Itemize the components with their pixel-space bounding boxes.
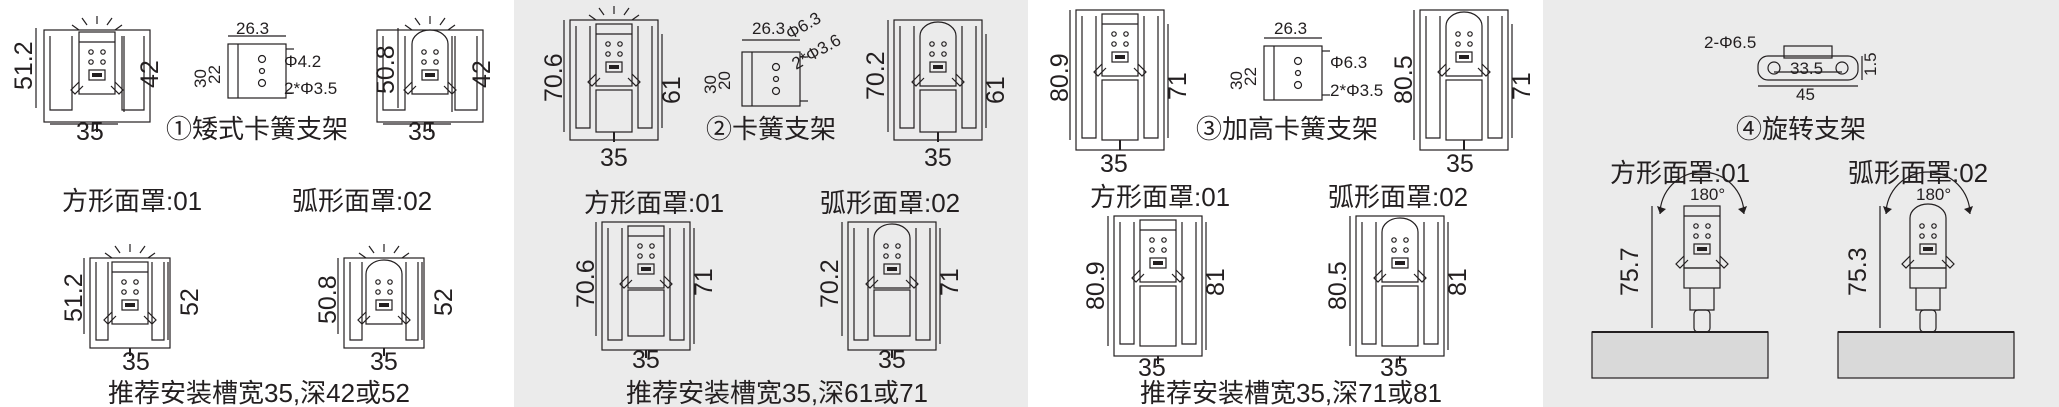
p2-bottom-arc-width: 35	[878, 346, 906, 374]
p2-bottom-arc-depth: 71	[936, 268, 964, 296]
p4-bracket-length: 45	[1796, 85, 1815, 104]
p1-bracket-inner: 22	[205, 65, 224, 84]
p4-cover-square: 方形面罩:01	[1610, 158, 1750, 188]
p4-arc-drawing	[1879, 171, 1973, 333]
p4-rotating-bracket-plate	[1757, 45, 1863, 87]
p1-top-arc-height: 50.8	[372, 45, 400, 94]
p3-top-arc-depth: 71	[1508, 72, 1536, 100]
p2-install-note: 推荐安装槽宽35,深61或71	[626, 378, 928, 407]
p1-top-square-height: 51.2	[10, 41, 38, 90]
p1-top-square-depth: 42	[136, 60, 164, 88]
panel-3: 80.9 71 35 26.3 30 22 Φ6.3 2*Φ3.5 80.5 7…	[1046, 9, 1536, 407]
p3-bottom-arc-drawing	[1349, 215, 1449, 364]
p1-bracket-height: 30	[191, 69, 210, 88]
p2-bottom-square-width: 35	[632, 346, 660, 374]
p2-bottom-square-height: 70.6	[572, 259, 600, 308]
p2-bracket-inner: 20	[715, 71, 734, 90]
p1-top-arc-width: 35	[408, 118, 436, 146]
p4-bracket-holes: 2-Φ6.5	[1704, 33, 1756, 52]
p3-top-square-width: 35	[1100, 150, 1128, 178]
panel-1: 51.2 42 35 26.3 30 22 Φ4.2 2*Φ3.5 50.8 4…	[10, 15, 496, 407]
p2-bottom-arc-height: 70.2	[816, 259, 844, 308]
p3-bottom-arc-width: 35	[1380, 354, 1408, 382]
p3-bracket-holes2: 2*Φ3.5	[1330, 81, 1383, 100]
p3-top-square-height: 80.9	[1046, 53, 1074, 102]
p3-bracket-width: 26.3	[1274, 19, 1307, 38]
p3-bottom-arc-height: 80.5	[1324, 261, 1352, 310]
p1-bottom-arc-drawing	[337, 243, 425, 356]
p1-top-arc-depth: 42	[468, 60, 496, 88]
p1-bracket-hole: Φ4.2	[284, 52, 321, 71]
p2-top-arc-drawing	[887, 19, 987, 142]
p3-bottom-arc-depth: 81	[1444, 268, 1472, 296]
p4-ground-right	[1837, 331, 2015, 379]
p1-bottom-square-width: 35	[122, 348, 150, 376]
p1-cover-arc: 弧形面罩:02	[292, 186, 432, 216]
p1-bottom-square-height: 51.2	[60, 273, 88, 322]
p3-bottom-square-width: 35	[1138, 354, 1166, 382]
p4-square-angle: 180°	[1690, 185, 1725, 204]
panel-4: 2-Φ6.5 33.5 45 1.5 ④旋转支架 方形面罩:01 弧形面罩:02…	[1591, 33, 2015, 379]
p3-bracket-hole: Φ6.3	[1330, 53, 1367, 72]
p3-bottom-square-depth: 81	[1202, 268, 1230, 296]
p4-arc-angle: 180°	[1916, 185, 1951, 204]
p1-bracket-width: 26.3	[236, 19, 269, 38]
p2-top-arc-width: 35	[924, 144, 952, 172]
p1-top-square-drawing	[35, 15, 151, 132]
p1-bracket-holes2: 2*Φ3.5	[284, 79, 337, 98]
p3-top-square-drawing	[1069, 9, 1169, 151]
p3-bracket-inner: 22	[1241, 67, 1260, 86]
p3-bottom-square-height: 80.9	[1082, 261, 1110, 310]
p3-cover-arc: 弧形面罩:02	[1328, 182, 1468, 212]
p1-top-arc-drawing	[376, 15, 484, 132]
p3-title: ③加高卡簧支架	[1196, 114, 1378, 144]
p1-cover-square: 方形面罩:01	[62, 186, 202, 216]
p1-title: ①矮式卡簧支架	[166, 114, 348, 144]
p3-top-arc-height: 80.5	[1390, 55, 1418, 104]
p2-top-square-height: 70.6	[540, 53, 568, 102]
p2-top-square-drawing	[563, 5, 663, 142]
p1-bracket-plate	[227, 35, 295, 99]
p2-cover-arc: 弧形面罩:02	[820, 188, 960, 218]
p2-bracket-height: 30	[701, 75, 720, 94]
p4-arc-height: 75.3	[1844, 247, 1872, 296]
p1-bottom-square-depth: 52	[176, 288, 204, 316]
p2-bottom-arc-drawing	[841, 221, 941, 358]
p1-install-note: 推荐安装槽宽35,深42或52	[108, 378, 410, 407]
p4-bracket-spacing: 33.5	[1790, 59, 1823, 78]
p2-bracket-width: 26.3	[752, 19, 785, 38]
p2-title: ②卡簧支架	[706, 114, 836, 144]
p1-bottom-arc-depth: 52	[430, 288, 458, 316]
p1-bottom-square-drawing	[83, 243, 171, 356]
p4-ground-left	[1591, 331, 1769, 379]
p2-top-arc-depth: 61	[982, 76, 1010, 104]
p3-bracket-height: 30	[1227, 71, 1246, 90]
p4-title: ④旋转支架	[1736, 114, 1866, 144]
p2-top-square-depth: 61	[658, 76, 686, 104]
p3-bottom-square-drawing	[1107, 215, 1207, 364]
p1-bottom-arc-height: 50.8	[314, 275, 342, 324]
p3-cover-square: 方形面罩:01	[1090, 182, 1230, 212]
p4-square-height: 75.7	[1616, 247, 1644, 296]
p4-bracket-thickness: 1.5	[1861, 52, 1880, 76]
p2-bottom-square-drawing	[595, 221, 695, 358]
p1-bottom-arc-width: 35	[370, 348, 398, 376]
p2-cover-square: 方形面罩:01	[584, 188, 724, 218]
p2-top-arc-height: 70.2	[862, 51, 890, 100]
p3-top-arc-drawing	[1413, 9, 1513, 151]
p1-top-square-width: 35	[76, 118, 104, 146]
p2-top-square-width: 35	[600, 144, 628, 172]
p2-bottom-square-depth: 71	[690, 268, 718, 296]
p3-top-arc-width: 35	[1446, 150, 1474, 178]
panel-1-background	[0, 0, 514, 407]
p3-top-square-depth: 71	[1164, 72, 1192, 100]
p3-install-note: 推荐安装槽宽35,深71或81	[1140, 378, 1442, 407]
